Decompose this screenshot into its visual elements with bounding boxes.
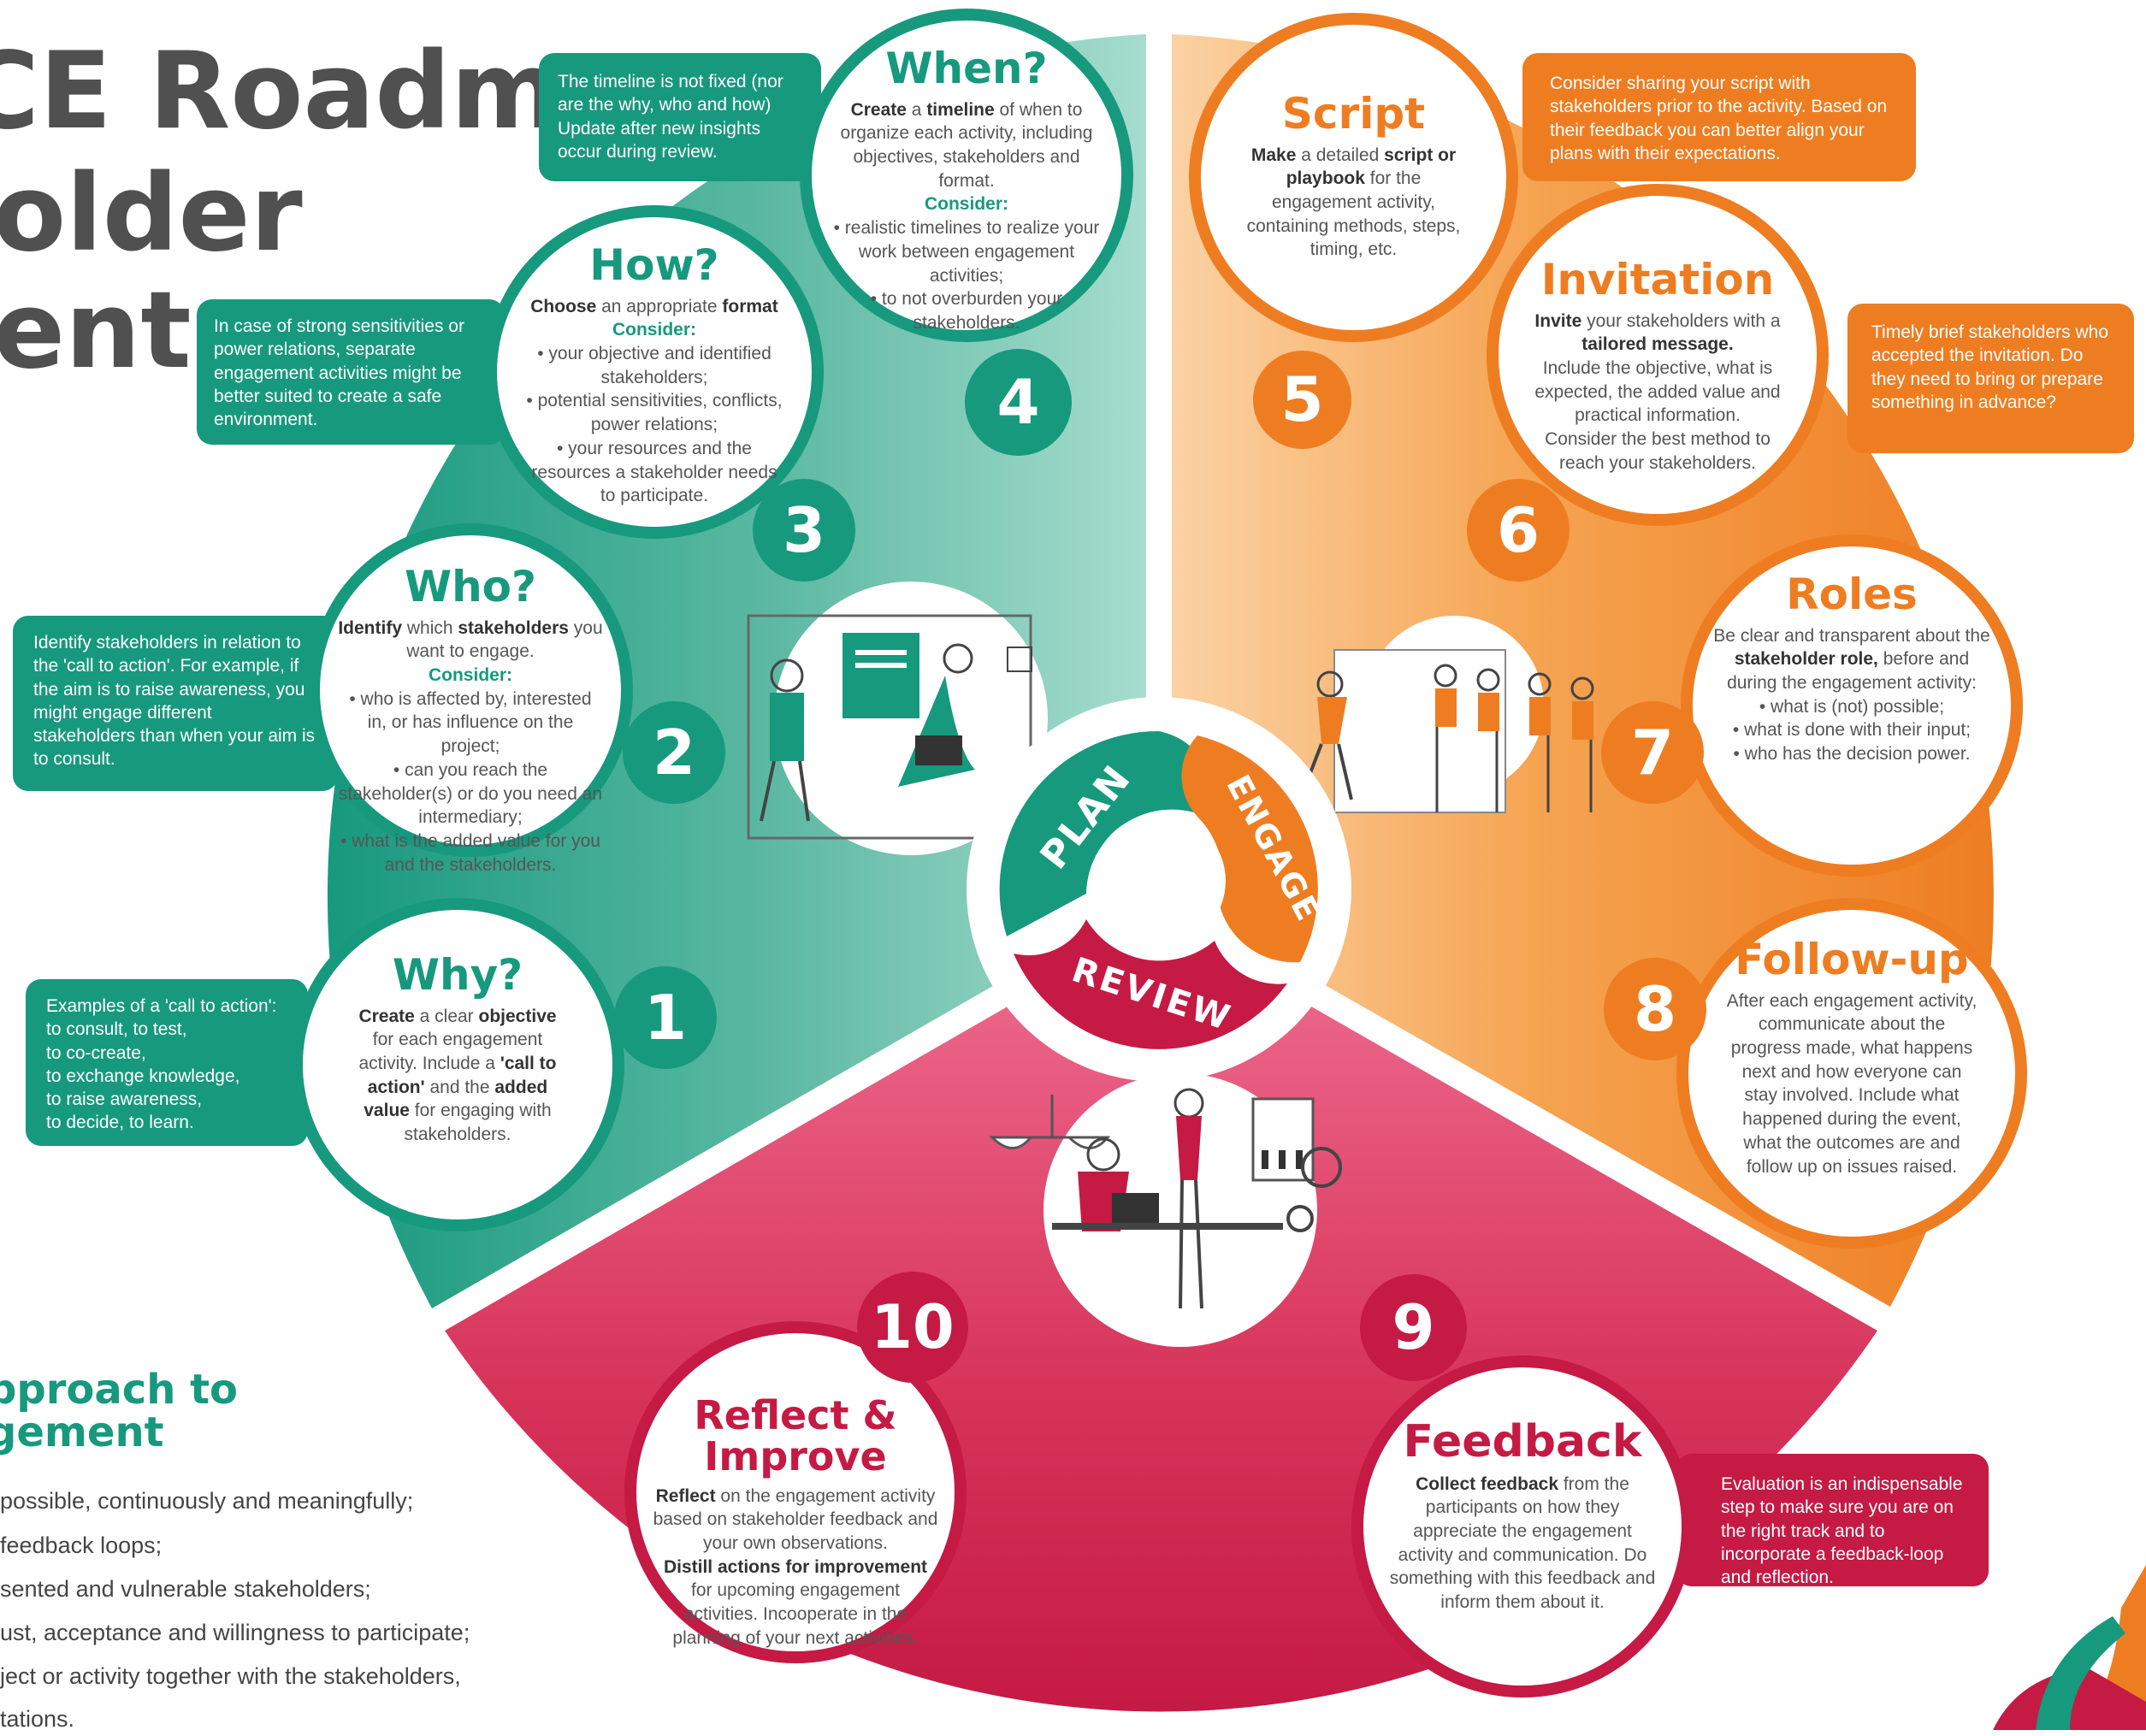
callout-step-4: The timeline is not fixed (nor are the w… <box>539 53 821 181</box>
callout-step-9: Evaluation is an indispensable step to m… <box>1676 1454 1989 1588</box>
step-title: Feedback <box>1403 1416 1642 1467</box>
step-number-2: 2 <box>623 701 725 804</box>
callout-text: In case of strong sensitivities or power… <box>214 316 464 430</box>
approach-title-line-1: pproach to <box>0 1366 239 1414</box>
step-number-1: 1 <box>614 966 717 1069</box>
step-number-3: 3 <box>753 479 855 582</box>
approach-item: sented and vulnerable stakeholders; <box>0 1576 371 1602</box>
step-title: Who? <box>404 562 537 611</box>
step-title: Reflect & Improve <box>694 1392 897 1480</box>
step-number-5: 5 <box>1253 351 1351 449</box>
step-title: Roles <box>1786 570 1918 619</box>
step-body: Make a detailed script or playbook for t… <box>1246 145 1461 260</box>
page-title-line-3: ent <box>0 269 192 393</box>
plan-illustration <box>747 582 1048 855</box>
approach-list: possible, continuously and meaningfully;… <box>0 1488 599 1736</box>
step-body: Invite your stakeholders with a tailored… <box>1534 310 1781 473</box>
step-card-why: Why? Create a clear objective for each en… <box>291 898 624 1231</box>
step-number-4: 4 <box>965 349 1072 456</box>
step-number-10: 10 <box>857 1272 968 1383</box>
step-number-9: 9 <box>1360 1274 1467 1381</box>
callout-text: The timeline is not fixed (nor are the w… <box>558 72 783 162</box>
step-body: Be clear and transparent about the stake… <box>1713 625 1990 765</box>
step-card-roles: Roles Be clear and transparent about the … <box>1681 534 2023 877</box>
approach-item: ject or activity together with the stake… <box>0 1663 461 1689</box>
callout-step-6: Timely brief stakeholders who accepted t… <box>1847 304 2134 453</box>
page-title-line-2: older <box>0 152 303 275</box>
step-number-7: 7 <box>1601 701 1704 804</box>
callout-step-2: Identify stakeholders in relation to the… <box>13 616 338 791</box>
step-card-who: Who? Identify which stakeholders you want… <box>308 523 633 875</box>
callout-text: Examples of a 'call to action':to consul… <box>46 996 277 1133</box>
step-card-when: When? Create a timeline of when to organi… <box>800 9 1133 342</box>
callout-text: Consider sharing your script with stakeh… <box>1550 74 1888 163</box>
callout-step-1: Examples of a 'call to action':to consul… <box>26 979 308 1146</box>
approach-title-line-2: gement <box>0 1408 164 1456</box>
step-body: After each engagement activity, communic… <box>1726 990 1978 1177</box>
approach-item: ust, acceptance and willingness to parti… <box>0 1620 470 1645</box>
step-number-8: 8 <box>1604 958 1706 1060</box>
callout-step-5: Consider sharing your script with stakeh… <box>1522 53 1916 181</box>
callout-text: Timely brief stakeholders who accepted t… <box>1871 322 2108 412</box>
callout-step-3: In case of strong sensitivities or power… <box>197 299 505 445</box>
step-body: Collect feedback from the participants o… <box>1389 1473 1656 1613</box>
hub-cycle <box>967 697 1351 1082</box>
callout-text: Identify stakeholders in relation to the… <box>33 633 316 770</box>
step-title: How? <box>589 240 719 290</box>
engage-illustration <box>1298 616 1594 813</box>
approach-item: tations. <box>0 1706 75 1732</box>
step-body: Identify which stakeholders you want to … <box>338 617 603 875</box>
corner-decoration <box>1993 1565 2146 1730</box>
review-illustration <box>989 1073 1342 1347</box>
step-title: Follow-up <box>1735 935 1969 984</box>
approach-item: possible, continuously and meaningfully; <box>0 1488 414 1514</box>
step-title: Why? <box>392 950 523 1000</box>
step-body: Create a clear objective for each engage… <box>358 1006 557 1145</box>
approach-item: feedback loops; <box>0 1532 163 1558</box>
step-title: Invitation <box>1540 255 1775 304</box>
step-body: Create a timeline of when to organize ea… <box>833 99 1100 333</box>
step-title: When? <box>885 44 1048 93</box>
step-title: Script <box>1281 89 1426 139</box>
step-number-6: 6 <box>1467 479 1570 582</box>
callout-text: Evaluation is an indispensable step to m… <box>1721 1474 1963 1588</box>
step-body: Reflect on the engagement activity based… <box>653 1485 938 1648</box>
